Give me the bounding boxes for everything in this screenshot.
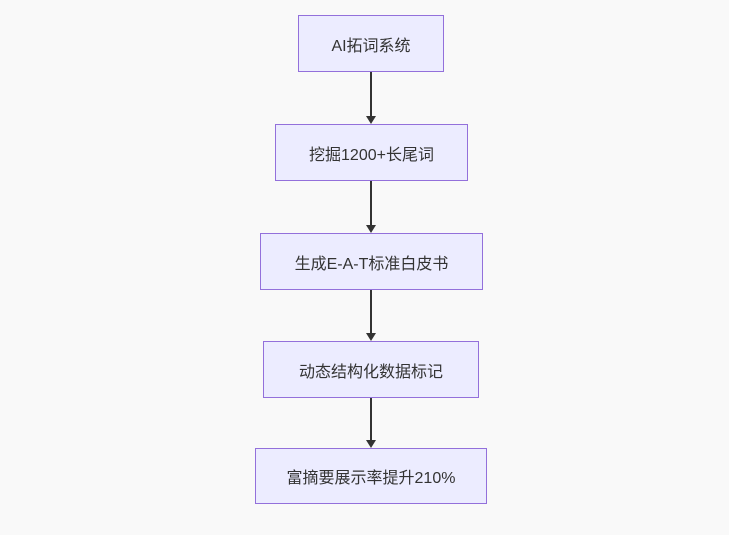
flow-arrow-3	[366, 290, 376, 341]
flow-node-longtail-mining: 挖掘1200+长尾词	[275, 124, 468, 181]
flow-node-structured-data-markup: 动态结构化数据标记	[263, 341, 479, 398]
flow-node-rich-snippet-result: 富摘要展示率提升210%	[255, 448, 487, 504]
flow-node-ai-keyword-system: AI拓词系统	[298, 15, 444, 72]
flow-node-label: 生成E-A-T标准白皮书	[294, 255, 449, 273]
flow-node-label: 挖掘1200+长尾词	[309, 146, 434, 164]
flow-node-label: 富摘要展示率提升210%	[286, 470, 456, 487]
flow-arrow-1	[366, 72, 376, 124]
flow-arrow-4	[366, 398, 376, 448]
flow-node-eat-whitepaper: 生成E-A-T标准白皮书	[260, 233, 483, 290]
flow-node-label: 动态结构化数据标记	[298, 363, 443, 381]
flow-node-label: AI拓词系统	[331, 37, 411, 55]
flow-arrow-2	[366, 181, 376, 233]
